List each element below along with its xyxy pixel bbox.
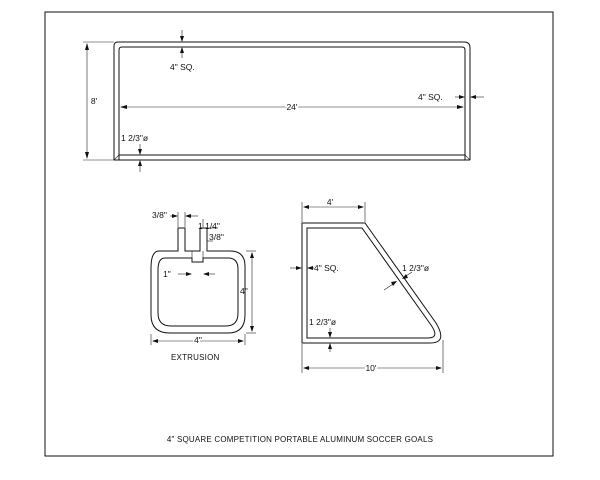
side-top-label: 4'	[327, 197, 334, 207]
front-view: 8' 24' 4" SQ. 4" SQ. 1 2/3"ø	[83, 30, 484, 172]
goal-frame-outer	[113, 41, 471, 160]
side-frame-inner	[306, 227, 436, 339]
side-tube-label: 4" SQ.	[418, 92, 443, 102]
inner-width-label: 1"	[163, 269, 171, 279]
side-frame-outer	[301, 222, 442, 344]
extrusion-inner-profile	[157, 257, 239, 327]
extrusion-caption: EXTRUSION	[171, 353, 219, 362]
side-tube-label: 4" SQ.	[314, 263, 339, 273]
slot-width-label: 3/8"	[152, 210, 167, 220]
side-bottom-tube-label: 1 2/3"ø	[309, 317, 336, 327]
goal-frame-inner	[118, 46, 466, 160]
bottom-tube-label: 1 2/3"ø	[121, 133, 148, 143]
height-label: 8'	[91, 96, 98, 106]
extrusion-outer-profile	[150, 227, 246, 334]
top-tube-label: 4" SQ.	[170, 62, 195, 72]
drawing-title: 4" SQUARE COMPETITION PORTABLE ALUMINUM …	[167, 435, 433, 444]
wall-thickness-label: 3/8"	[209, 232, 224, 242]
extrusion-section: 3/8" 1 1/4" 3/8" 1" 4" 4" EXTRUSION	[150, 210, 256, 362]
side-view: 4' 4" SQ. 1 2/3"ø 1 2/3"ø 10'	[290, 197, 444, 375]
slot-depth-label: 1 1/4"	[198, 221, 220, 231]
extrusion-width-label: 4"	[194, 335, 202, 345]
width-label: 24'	[286, 102, 297, 112]
sheet-border	[44, 11, 554, 457]
extrusion-height-label: 4"	[240, 286, 248, 296]
side-base-label: 10'	[365, 363, 376, 373]
diagonal-tube-label: 1 2/3"ø	[402, 263, 429, 273]
